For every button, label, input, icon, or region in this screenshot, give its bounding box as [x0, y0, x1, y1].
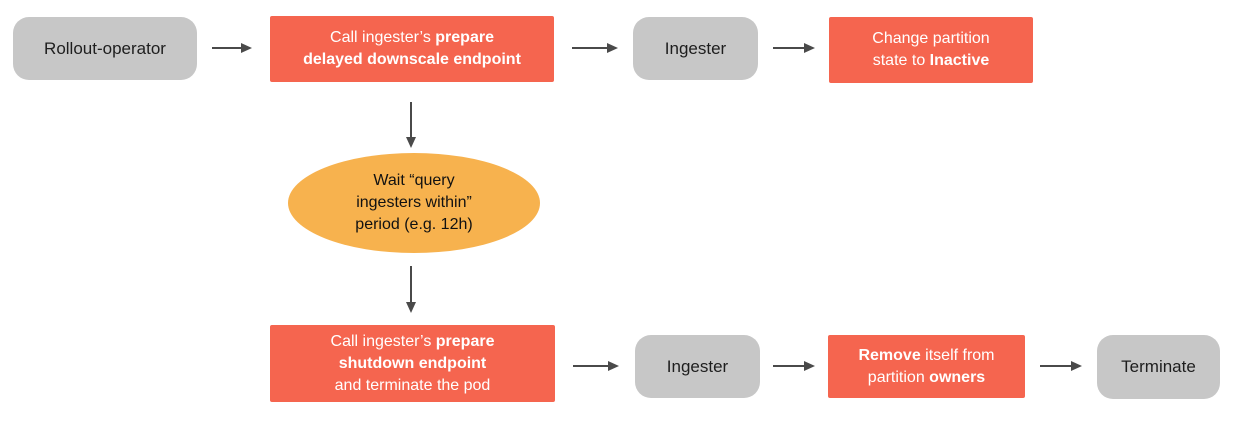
wait-period-line-3: period (e.g. 12h)	[355, 216, 473, 233]
node-rollout-operator: Rollout-operator	[13, 17, 197, 80]
node-ingester-bottom: Ingester	[635, 335, 760, 398]
prepare-shutdown-line-3: and terminate the pod	[334, 376, 491, 394]
ingester-bottom-label: Ingester	[666, 356, 729, 376]
node-prepare-downscale: Call ingester’s prepare delayed downscal…	[270, 16, 554, 82]
prepare-shutdown-line-1: Call ingester’s prepare	[330, 332, 495, 350]
ingester-top-label: Ingester	[664, 38, 727, 58]
change-partition-line-1: Change partition	[872, 30, 990, 47]
remove-owners-line-2: partition owners	[867, 368, 986, 386]
remove-owners-line-1: Remove itself from	[858, 346, 995, 364]
arrow-ingester-to-change-partition	[773, 43, 815, 53]
node-remove-owners: Remove itself from partition owners	[828, 335, 1025, 398]
node-wait-period: Wait “query ingesters within” period (e.…	[288, 153, 540, 253]
wait-period-line-2: ingesters within”	[356, 194, 472, 211]
node-prepare-shutdown: Call ingester’s prepare shutdown endpoin…	[270, 325, 555, 402]
arrow-prepare-downscale-to-ingester	[572, 43, 618, 53]
change-partition-line-2: state to Inactive	[872, 52, 990, 69]
node-ingester-top: Ingester	[633, 17, 758, 80]
prepare-shutdown-line-2: shutdown endpoint	[338, 354, 487, 372]
arrow-prepare-downscale-to-wait	[406, 102, 416, 148]
prepare-downscale-line-2: delayed downscale endpoint	[303, 51, 521, 68]
arrow-wait-to-prepare-shutdown	[406, 266, 416, 313]
node-change-partition: Change partition state to Inactive	[829, 17, 1033, 83]
rollout-operator-label: Rollout-operator	[44, 38, 166, 58]
node-terminate: Terminate	[1097, 335, 1220, 399]
arrow-ingester-to-remove-owners	[773, 361, 815, 371]
arrow-remove-owners-to-terminate	[1040, 361, 1082, 371]
prepare-downscale-line-1: Call ingester’s prepare	[330, 29, 494, 46]
terminate-label: Terminate	[1121, 357, 1196, 376]
wait-period-line-1: Wait “query	[373, 172, 455, 189]
arrow-prepare-shutdown-to-ingester	[573, 361, 619, 371]
arrow-rollout-to-prepare-downscale	[212, 43, 252, 53]
